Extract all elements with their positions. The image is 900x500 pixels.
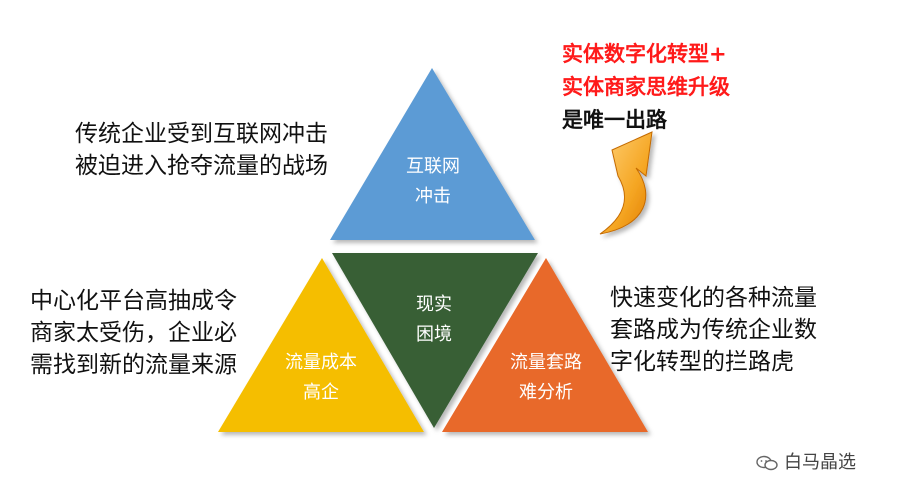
callout-text: 实体数字化转型+ 实体商家思维升级 是唯一出路 [562,38,730,137]
text-top-left: 传统企业受到互联网冲击 被迫进入抢夺流量的战场 [75,118,328,182]
triangle-top [330,68,535,240]
watermark: 白马晶选 [756,448,856,474]
text-top-left-line-1: 传统企业受到互联网冲击 [75,121,328,147]
triangle-center-label-1: 现实 [416,294,452,315]
triangle-right [442,258,648,432]
text-mid-left-line-2: 商家太受伤，企业必 [30,320,237,346]
text-mid-right-line-3: 字化转型的拦路虎 [610,349,794,375]
text-mid-left-line-3: 需找到新的流量来源 [30,352,237,378]
text-mid-right-line-1: 快速变化的各种流量 [610,285,817,311]
wechat-icon [756,455,778,471]
callout-line-1: 实体数字化转型+ [562,42,727,66]
triangle-top-label-1: 互联网 [406,156,460,177]
triangle-top-label-2: 冲击 [415,186,451,207]
callout-line-3: 是唯一出路 [562,108,667,132]
triangle-center-label-2: 困境 [416,324,452,345]
triangle-center [332,253,538,428]
text-mid-right: 快速变化的各种流量 套路成为传统企业数 字化转型的拦路虎 [610,282,817,378]
triangle-left [218,258,424,432]
triangle-left-label-1: 流量成本 [285,352,357,373]
triangle-right-label-2: 难分析 [519,382,573,403]
text-top-left-line-2: 被迫进入抢夺流量的战场 [75,153,328,179]
triangle-right-label-1: 流量套路 [510,352,582,373]
curved-arrow-icon [599,131,653,235]
watermark-text: 白马晶选 [784,452,856,473]
triangle-left-label-2: 高企 [303,382,339,403]
text-mid-left-line-1: 中心化平台高抽成令 [30,288,237,314]
text-mid-left: 中心化平台高抽成令 商家太受伤，企业必 需找到新的流量来源 [30,285,237,381]
text-mid-right-line-2: 套路成为传统企业数 [610,317,817,343]
callout-line-2: 实体商家思维升级 [562,75,730,99]
